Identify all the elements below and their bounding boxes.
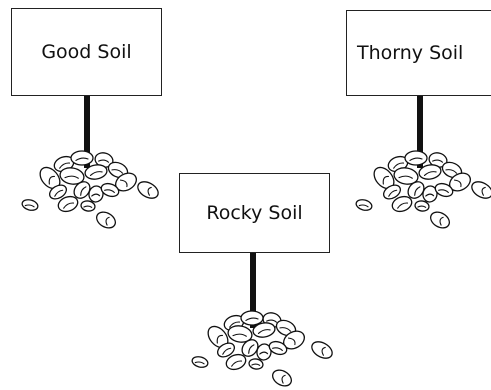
seed (430, 211, 450, 229)
seed (137, 181, 159, 199)
seed (240, 310, 264, 326)
seed (73, 181, 91, 199)
seed (216, 342, 236, 358)
good-soil-sign: Good Soil (11, 8, 162, 96)
seed (191, 356, 209, 368)
seed (407, 181, 425, 199)
good-soil-label: Good Soil (41, 41, 132, 63)
seed (382, 184, 402, 200)
seed (268, 340, 288, 356)
thorny-soil-label: Thorny Soil (357, 42, 464, 64)
seed (96, 211, 116, 229)
seed (434, 182, 454, 198)
seed (88, 185, 104, 203)
seed (256, 343, 272, 361)
thorny-soil-sign: Thorny Soil (346, 10, 491, 96)
seed (84, 164, 108, 180)
seed (449, 172, 471, 192)
seed (471, 181, 491, 199)
seed (393, 167, 419, 185)
seed (272, 369, 292, 387)
seed (70, 150, 94, 166)
seed (48, 184, 68, 200)
seed (422, 185, 438, 203)
seed (207, 325, 229, 349)
seed (241, 339, 259, 357)
seed (248, 358, 264, 370)
seed (80, 200, 96, 212)
seed (414, 200, 430, 212)
seed (57, 195, 79, 213)
thorny-soil-post (417, 92, 423, 168)
seed (418, 164, 442, 180)
seed (404, 150, 428, 166)
seed (252, 322, 276, 338)
seed (100, 182, 120, 198)
good-soil-post (84, 92, 90, 168)
seed (225, 353, 247, 371)
rocky-soil-sign: Rocky Soil (179, 173, 330, 253)
seed (391, 195, 413, 213)
rocky-soil-post (250, 250, 256, 328)
seed (21, 199, 39, 211)
seed (355, 199, 373, 211)
seed (39, 166, 61, 190)
rocky-soil-label: Rocky Soil (206, 202, 303, 224)
seed (59, 167, 85, 185)
seed (227, 325, 253, 343)
seed (311, 341, 333, 359)
